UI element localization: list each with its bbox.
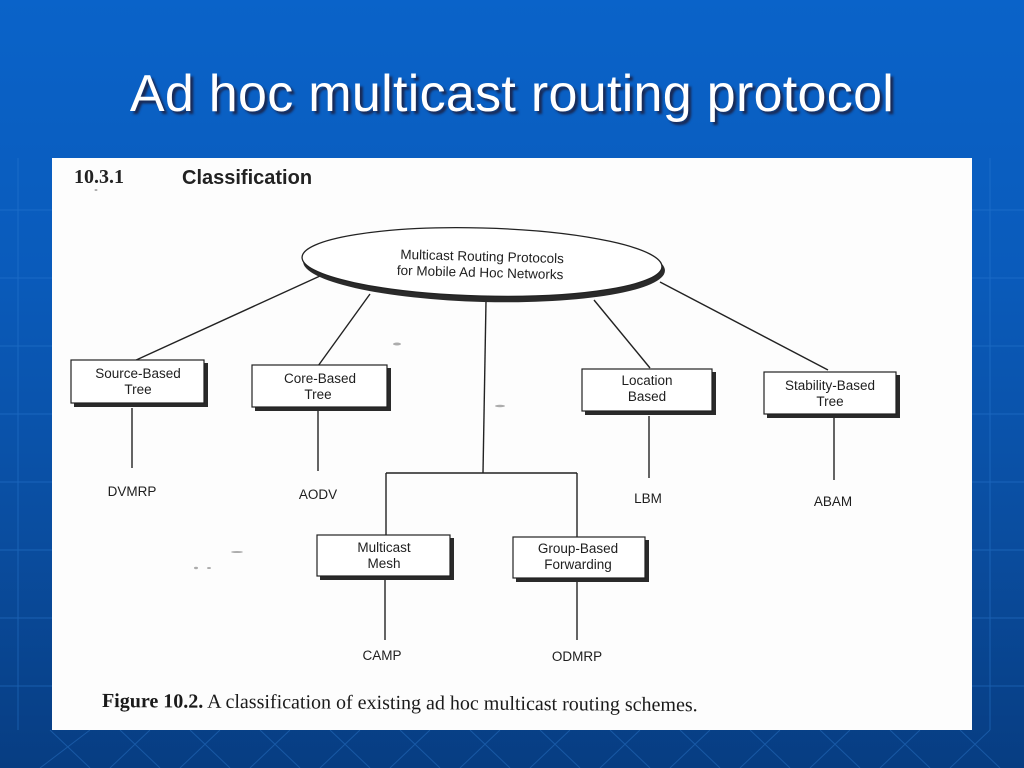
node-label-line1: Multicast: [357, 540, 411, 555]
node-label-line1: Core-Based: [284, 371, 356, 386]
node-multicast-mesh: Multicast Mesh: [316, 534, 454, 580]
node-label-line1: Location: [621, 373, 672, 388]
edge-root-location-based: [593, 299, 651, 369]
scanned-figure: 10.3.1 Classification Multicast Routing …: [52, 158, 972, 730]
edge-root-stability-based: [659, 281, 829, 371]
caption-text: A classification of existing ad hoc mult…: [207, 690, 698, 717]
node-label-line2: Tree: [124, 382, 151, 397]
figure-caption: Figure 10.2. A classification of existin…: [102, 690, 698, 717]
classification-diagram: Multicast Routing Protocols for Mobile A…: [70, 189, 900, 664]
node-stability-based-tree: Stability-Based Tree: [763, 371, 900, 418]
slide-title: Ad hoc multicast routing protocol: [129, 65, 895, 123]
node-label-line1: Stability-Based: [785, 378, 875, 393]
scan-specks: [94, 189, 505, 570]
caption-label: Figure 10.2.: [101, 690, 204, 713]
node-label-line2: Mesh: [367, 556, 400, 571]
edge-root-trunk: [482, 300, 487, 474]
leaf-camp: CAMP: [362, 648, 401, 663]
node-label-line2: Based: [628, 389, 666, 404]
node-location-based: Location Based: [581, 368, 716, 415]
node-label-line2: Tree: [304, 387, 331, 402]
edge-root-core-based: [317, 293, 371, 367]
leaf-aodv: AODV: [299, 487, 337, 502]
node-label-line2: Forwarding: [544, 557, 612, 572]
root-label-line2: for Mobile Ad Hoc Networks: [397, 263, 564, 282]
node-source-based-tree: Source-Based Tree: [70, 359, 208, 407]
connector-lines: [131, 275, 835, 640]
node-label-line1: Source-Based: [95, 366, 181, 381]
root-label-line1: Multicast Routing Protocols: [400, 247, 564, 266]
root-node: Multicast Routing Protocols for Mobile A…: [301, 227, 665, 303]
section-title: Classification: [182, 167, 313, 189]
leaf-lbm: LBM: [634, 491, 662, 506]
leaf-abam: ABAM: [814, 494, 852, 509]
node-label-line1: Group-Based: [538, 541, 618, 556]
node-group-based-forwarding: Group-Based Forwarding: [512, 536, 649, 582]
node-core-based-tree: Core-Based Tree: [251, 364, 391, 411]
leaf-odmrp: ODMRP: [552, 649, 602, 664]
node-label-line2: Tree: [816, 394, 843, 409]
edge-root-source-based: [133, 275, 321, 362]
leaf-dvmrp: DVMRP: [108, 484, 157, 499]
section-number: 10.3.1: [74, 166, 124, 188]
